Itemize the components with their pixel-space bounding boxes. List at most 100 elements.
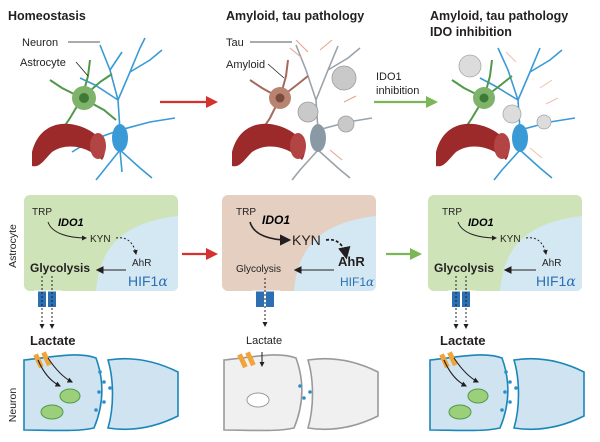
synapse-3 (429, 351, 585, 432)
trp-2: TRP (236, 207, 256, 218)
label-astrocyte: Astrocyte (20, 57, 66, 69)
lactate-2: Lactate (246, 335, 282, 347)
mitochondrion-2 (246, 392, 270, 408)
title-homeostasis: Homeostasis (8, 9, 86, 23)
lactate-uptake-3b (453, 357, 479, 383)
trp-3: TRP (442, 207, 462, 218)
hif-alpha-1: α (158, 274, 168, 290)
glycolysis-3: Glycolysis (434, 261, 494, 275)
inhibition-blood-vessel (436, 123, 509, 167)
side-label-astrocyte: Astrocyte (7, 224, 19, 268)
pathology-cells: Tau Amyloid (226, 37, 373, 181)
pathology-blood-vessel (232, 123, 305, 167)
kyn-to-ahr-arrow-2 (325, 238, 351, 260)
inhibition-amyloid-plaques (458, 54, 552, 130)
ido1-2: IDO1 (262, 213, 290, 227)
hif-2: HIF1α (340, 275, 374, 289)
hif-alpha-2: α (366, 275, 374, 289)
hif-text-3: HIF1 (536, 273, 567, 289)
mct-transporters-2 (237, 351, 256, 369)
kyn-3: KYN (500, 234, 521, 245)
inhibition-vessel-opening (494, 133, 510, 159)
glycolysis-2: Glycolysis (236, 264, 281, 275)
astrocyte-panel-2: TRP IDO1 KYN AhR Glycolysis HIF1α (222, 195, 376, 327)
title-pathology: Amyloid, tau pathology (226, 9, 364, 23)
nucleus-2 (294, 216, 376, 291)
kyn-1: KYN (90, 234, 111, 245)
lactate-uptake-1a (37, 359, 61, 387)
transporter-right-1 (48, 291, 56, 307)
pathology-neuron-soma (310, 124, 326, 152)
amyloid-leader (267, 63, 285, 79)
inhibition-cells (436, 47, 576, 181)
vessel-opening (90, 133, 106, 159)
mitochondrion-1a (59, 388, 81, 404)
postsynaptic-terminal-3 (512, 357, 585, 431)
lactate-uptake-1b (47, 357, 73, 383)
ahr-1: AhR (132, 258, 151, 269)
kyn-2: KYN (292, 232, 321, 248)
inhibition-tau-traces (505, 51, 559, 159)
astrocyte-nucleus (79, 93, 89, 103)
trp-to-kyn-arrow-3 (457, 221, 497, 241)
inhibition-neuron-soma (512, 124, 528, 152)
amyloid-plaques (297, 65, 357, 133)
label-tau: Tau (226, 37, 244, 49)
homeostasis-cells: Neuron Astrocyte (20, 37, 176, 181)
hif-text-1: HIF1 (128, 273, 159, 289)
arrow-to-inhibition (374, 96, 438, 108)
title-inhibition-line1: Amyloid, tau pathology (430, 9, 568, 23)
hif-3: HIF1α (536, 273, 576, 290)
pathology-vessel-opening (290, 133, 306, 159)
nucleus-3 (500, 216, 582, 291)
pathology-astrocyte-nucleus (275, 93, 285, 103)
neuron-dendrites (71, 37, 176, 181)
arrow-middle-red (182, 248, 218, 260)
label-ido1-inhibition-line1: IDO1 (376, 71, 402, 83)
trp-to-kyn-arrow-2 (249, 221, 292, 246)
ahr-2: AhR (338, 254, 365, 269)
label-ido1-inhibition-line2: inhibition (376, 85, 419, 97)
transporter-right-2 (266, 291, 274, 307)
blood-vessel (32, 123, 105, 167)
vesicles-1 (94, 370, 112, 412)
astrocyte-panel-1: TRP IDO1 KYN AhR Glycolysis HIF1α (24, 195, 178, 329)
inhibition-astrocyte-nucleus (479, 93, 489, 103)
vesicles-3 (500, 370, 518, 412)
trp-to-kyn-arrow-1 (47, 221, 87, 241)
transporter-left-3 (452, 291, 460, 307)
postsynaptic-terminal-2 (306, 357, 379, 431)
astrocyte-leader (75, 61, 89, 77)
hif-1: HIF1α (128, 273, 168, 290)
arrow-to-pathology (160, 96, 218, 108)
astrocyte-panel-3: TRP IDO1 KYN AhR Glycolysis HIF1α (428, 195, 582, 329)
hif-text-2: HIF1 (340, 275, 366, 289)
inhibition-neuron-dendrites (479, 47, 576, 181)
label-neuron: Neuron (22, 37, 58, 49)
transporter-left-1 (38, 291, 46, 307)
transporter-right-3 (462, 291, 470, 307)
mitochondrion-1b (40, 404, 64, 420)
ido1-1: IDO1 (58, 217, 84, 229)
postsynaptic-terminal-1 (106, 357, 179, 431)
ido1-3: IDO1 (468, 217, 494, 229)
trp-1: TRP (32, 207, 52, 218)
mitochondrion-3b (448, 404, 472, 420)
arrow-middle-green (386, 248, 422, 260)
title-inhibition-line2: IDO inhibition (430, 25, 512, 39)
label-amyloid: Amyloid (226, 59, 265, 71)
lactate-3: Lactate (440, 333, 486, 348)
side-label-neuron: Neuron (7, 388, 19, 423)
ahr-3: AhR (542, 258, 561, 269)
transporter-left-2 (256, 291, 264, 307)
hif-alpha-3: α (566, 274, 576, 290)
glycolysis-1: Glycolysis (30, 261, 90, 275)
synapse-1 (23, 351, 179, 432)
lactate-uptake-3a (443, 359, 467, 387)
presynaptic-terminal-2 (223, 354, 303, 432)
synapse-2 (223, 351, 379, 432)
neuron-soma (112, 124, 128, 152)
lactate-1: Lactate (30, 333, 76, 348)
